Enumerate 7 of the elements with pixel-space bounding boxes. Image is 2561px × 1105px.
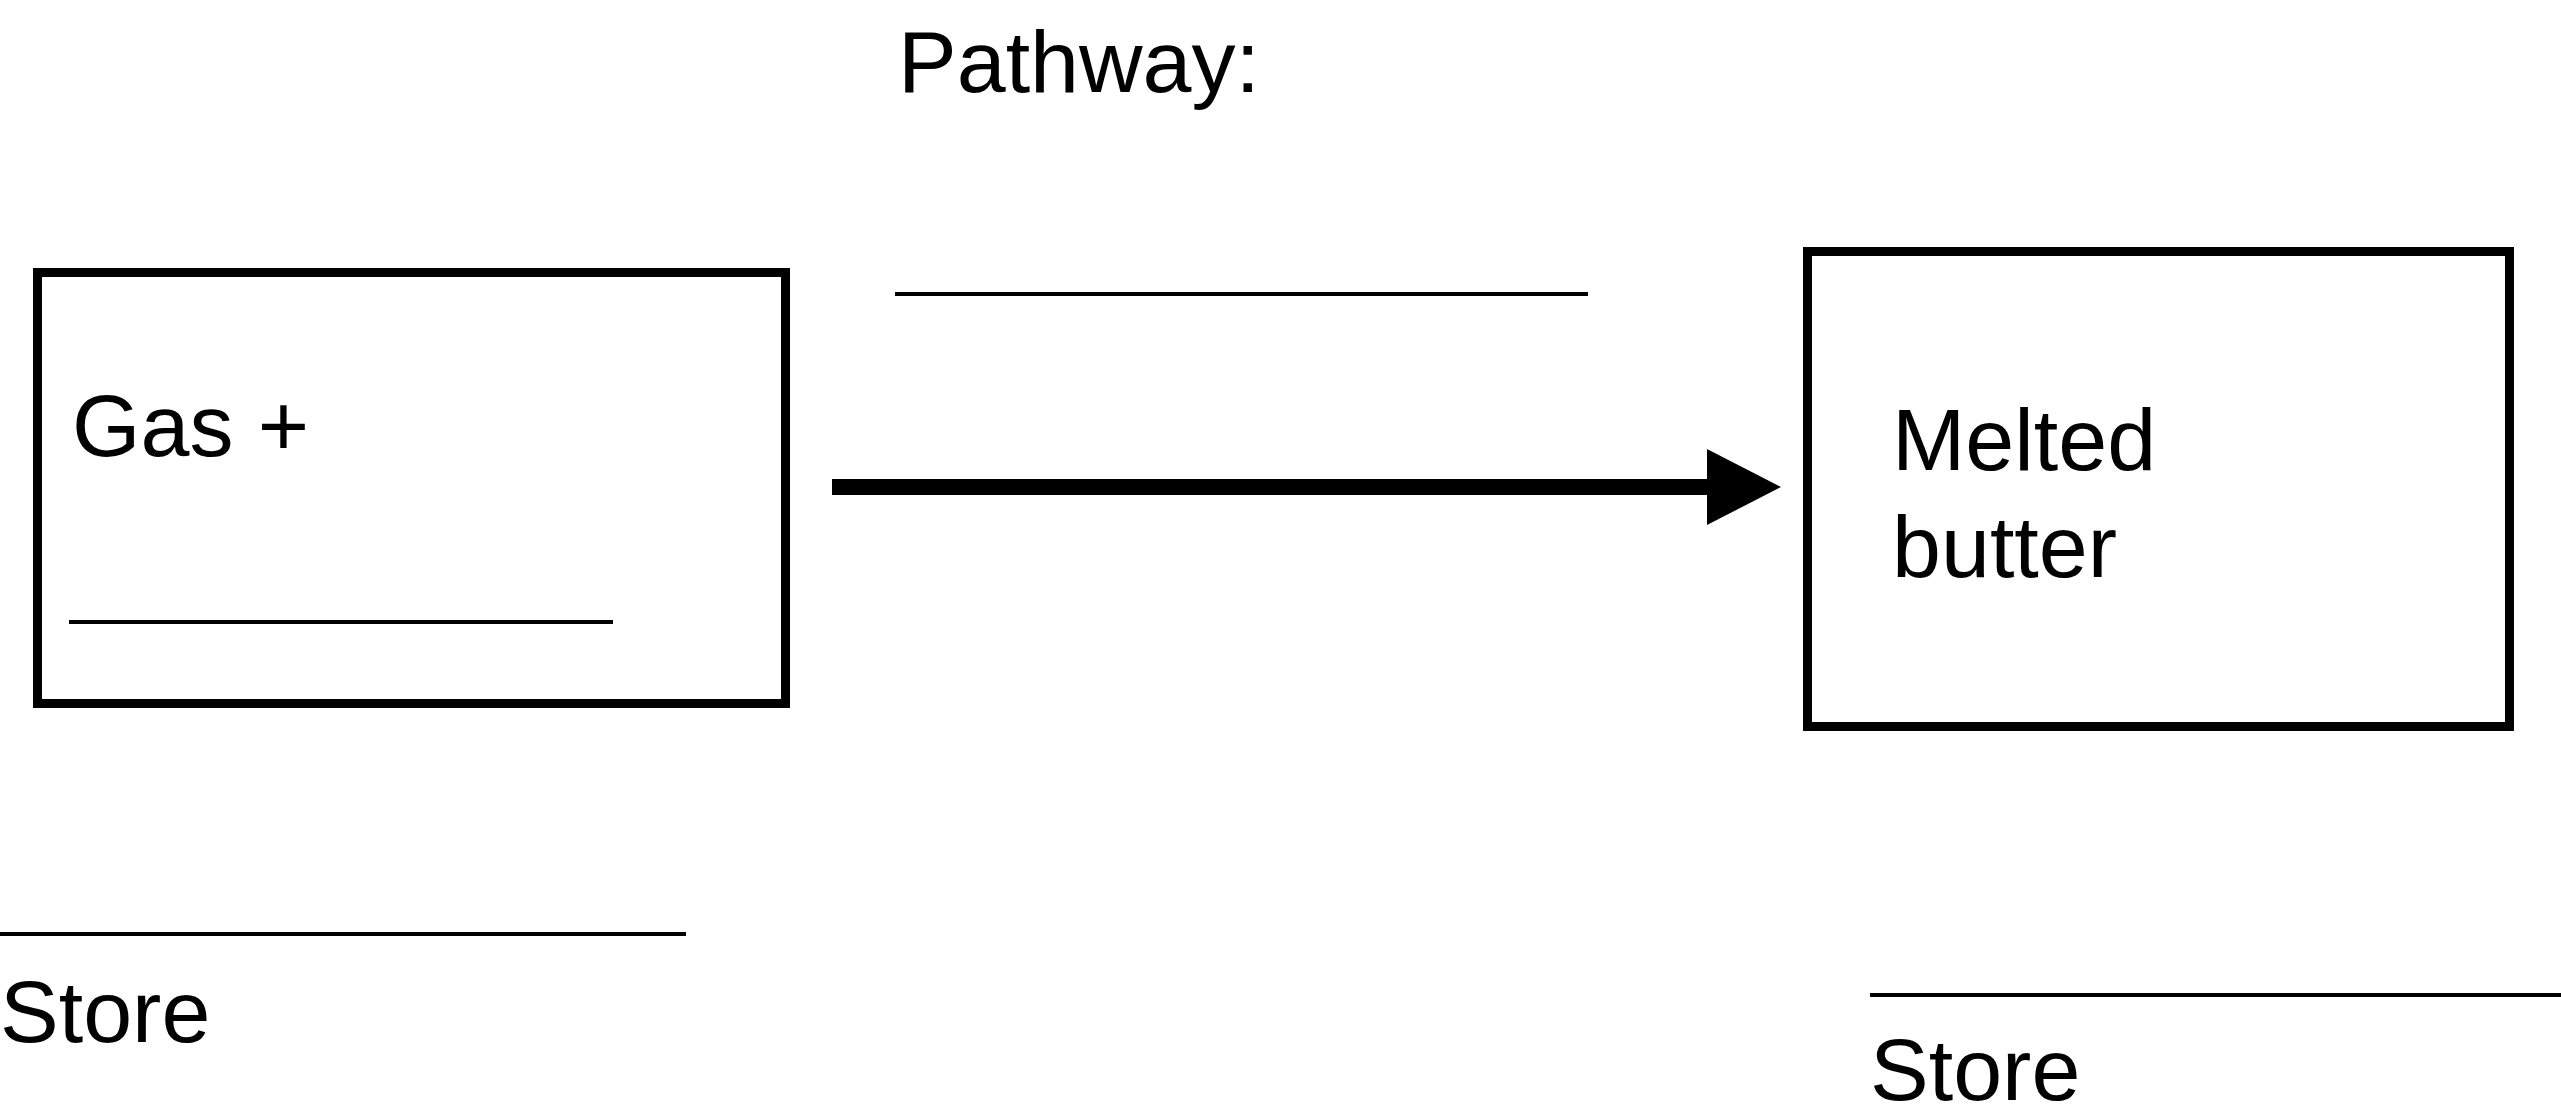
label-text: Store: [0, 968, 211, 1056]
process-box: [1803, 247, 2514, 731]
box-text: Gas +: [72, 375, 311, 477]
label-text: Store: [1870, 1026, 2081, 1105]
box-text: Melted butter: [1892, 389, 2158, 599]
process-box: [33, 268, 790, 708]
arrow: [832, 449, 1781, 525]
